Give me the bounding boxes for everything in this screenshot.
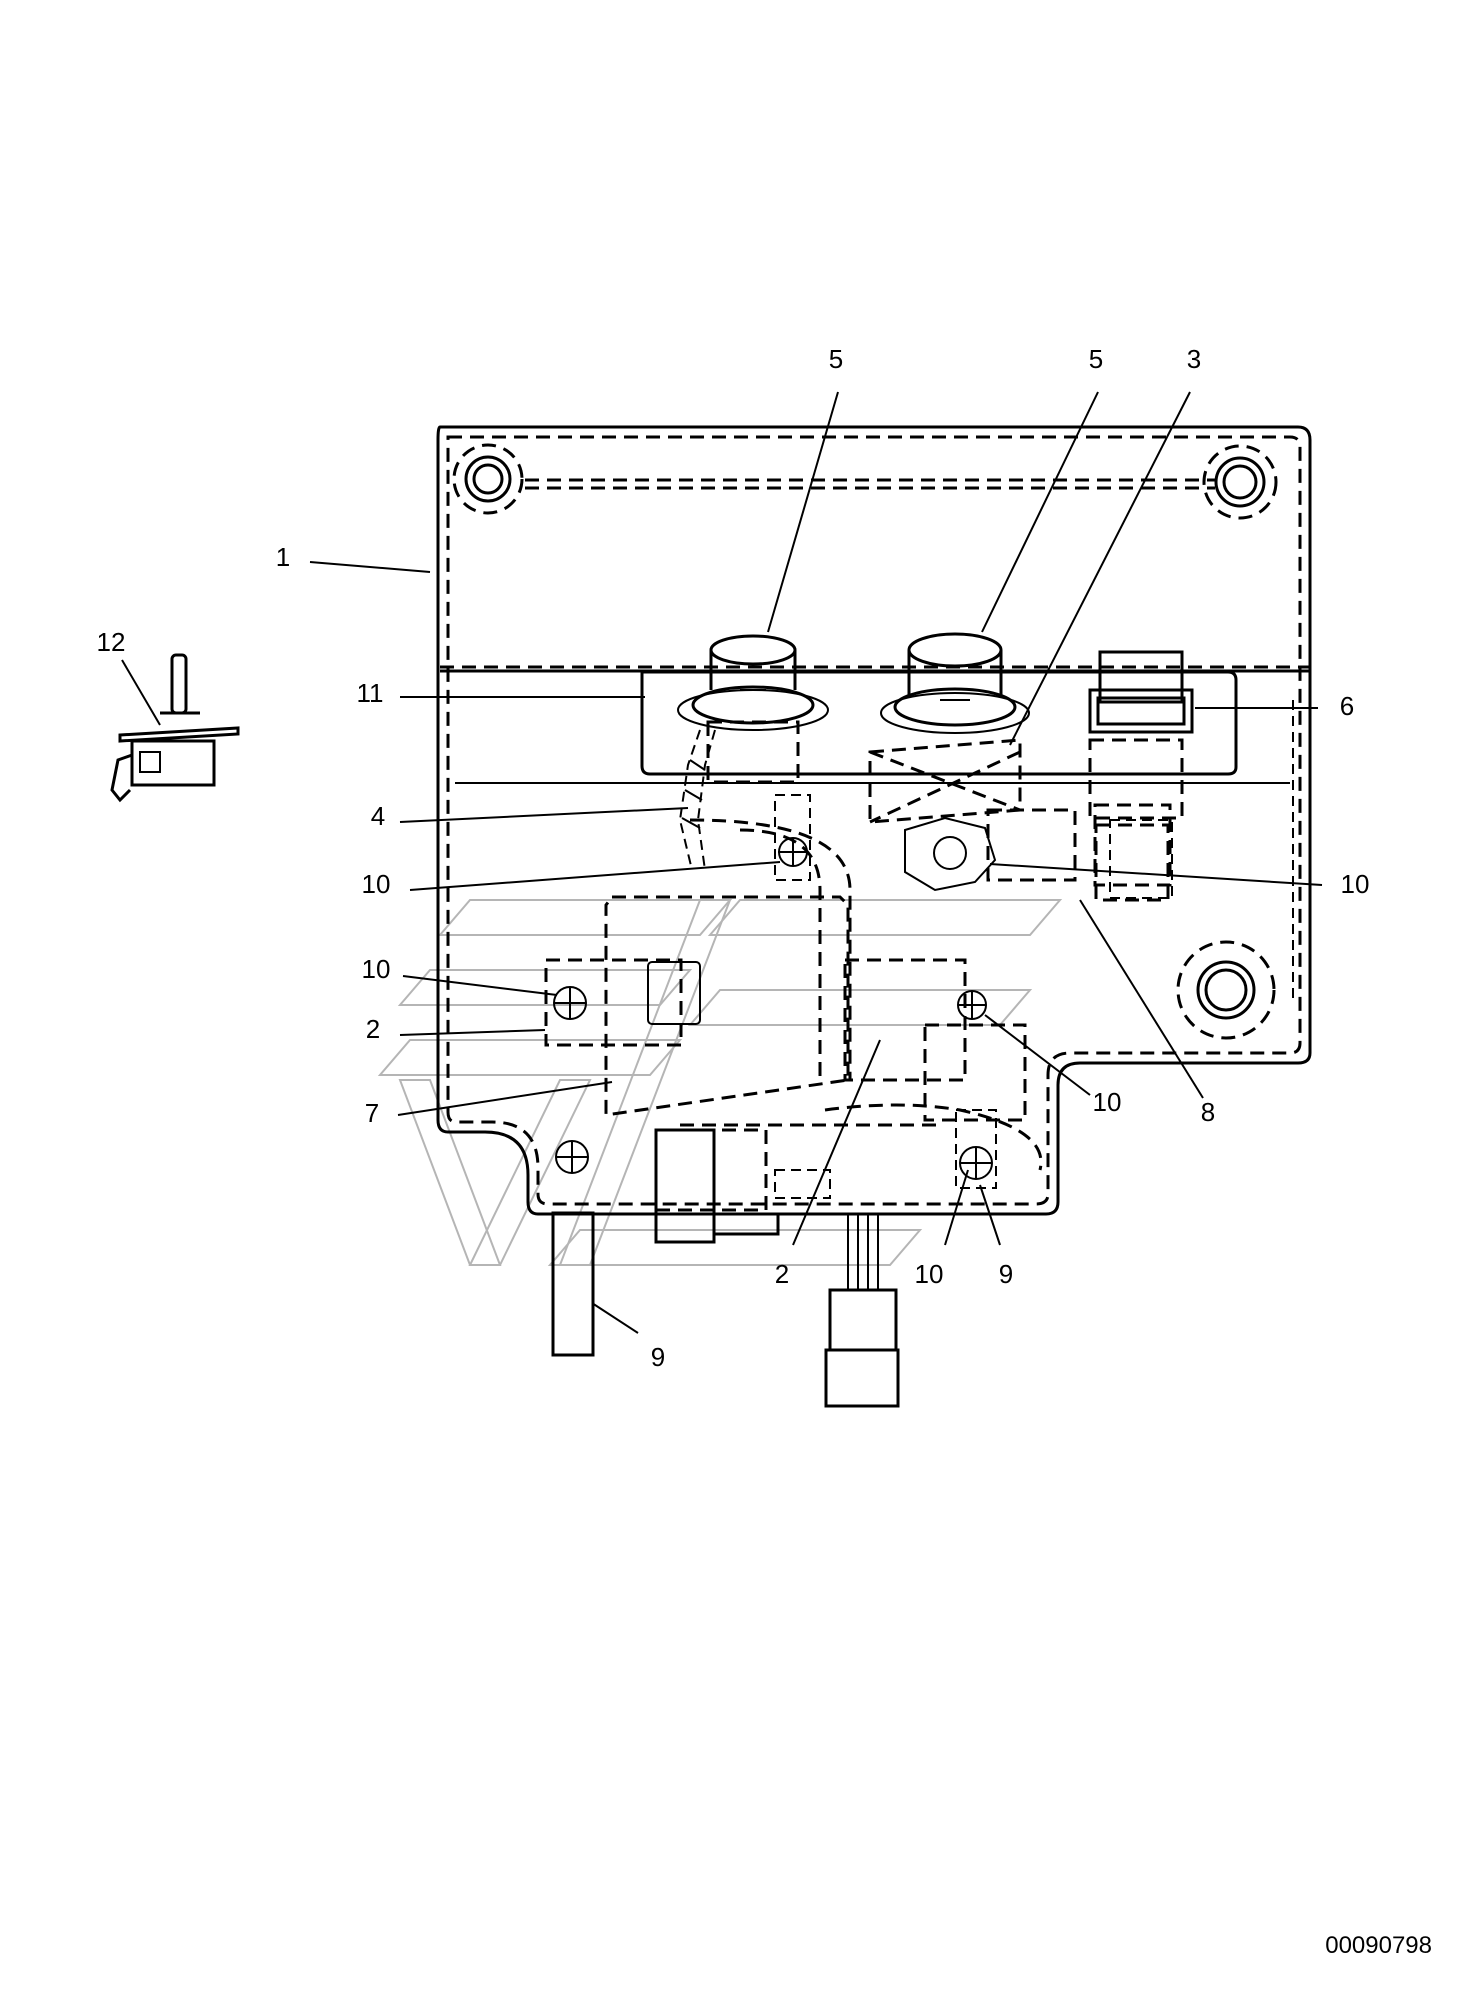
panel-11: [640, 670, 1238, 776]
callout-7: 7: [365, 1098, 379, 1128]
mounting-hole-top-left: [452, 443, 524, 515]
fastener-10-c: [955, 1109, 997, 1189]
mounting-hole-top-right: [1202, 444, 1278, 520]
bracket-lower-center: [654, 1128, 831, 1244]
watermark: [377, 899, 1063, 1266]
callout-10-upper-left: 10: [362, 869, 391, 899]
callout-1: 1: [276, 542, 290, 572]
callout-9-bottom-right: 9: [999, 1259, 1013, 1289]
callout-6: 6: [1340, 691, 1354, 721]
callout-10-mid-left: 10: [362, 954, 391, 984]
callout-3: 3: [1187, 344, 1201, 374]
callout-9-bottom-left: 9: [651, 1342, 665, 1372]
leader-lines: [121, 391, 1323, 1334]
indicator-lamp-right: [880, 632, 1030, 734]
wire-harness-7: [604, 818, 1043, 1171]
cable-9-left: [551, 1211, 595, 1357]
callout-8: 8: [1201, 1097, 1215, 1127]
toggle-switch-12: [110, 653, 240, 803]
callout-labels: 5 5 3 1 12 11 6 4 10 10 10 2 7 10 8 2 10…: [97, 344, 1370, 1372]
connector-6: [1088, 650, 1194, 902]
callout-5-left: 5: [829, 344, 843, 374]
harness-4: [678, 729, 716, 871]
callout-10-mid-right: 10: [1093, 1087, 1122, 1117]
drawing-reference-number: 00090798: [1325, 1932, 1432, 1959]
switch-3: [868, 738, 1077, 892]
callout-10-bottom: 10: [915, 1259, 944, 1289]
callout-4: 4: [371, 801, 385, 831]
relay-block-left: [544, 958, 701, 1047]
fastener-10-b: [957, 990, 987, 1020]
indicator-lamp-left: [677, 634, 829, 784]
callout-2-bottom: 2: [775, 1259, 789, 1289]
fastener-bottom-left: [555, 1140, 589, 1174]
callout-2-left: 2: [366, 1014, 380, 1044]
callout-12: 12: [97, 627, 126, 657]
callout-10-upper-right: 10: [1341, 869, 1370, 899]
callout-11: 11: [357, 678, 384, 708]
fastener-10-a: [774, 794, 811, 881]
callout-5-right: 5: [1089, 344, 1103, 374]
mounting-hole-bottom-right: [1176, 940, 1276, 1040]
connector-plug: [824, 1214, 900, 1408]
